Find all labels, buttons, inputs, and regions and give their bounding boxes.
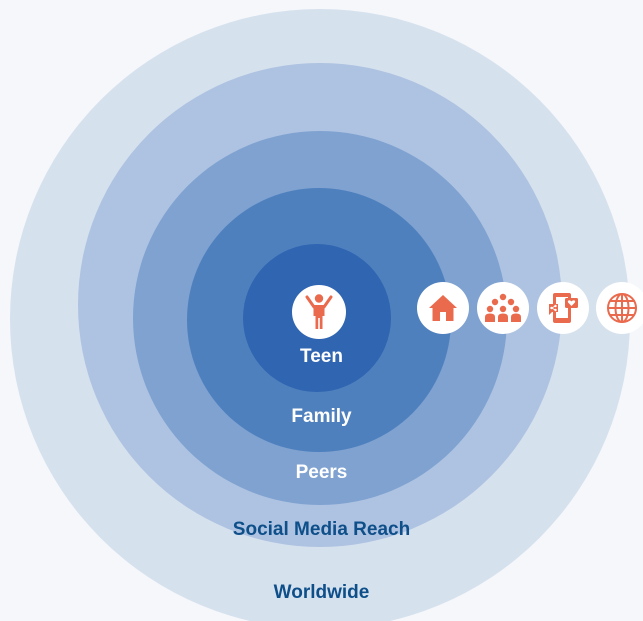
peers-label: Peers: [295, 462, 348, 483]
teen-label: Teen: [300, 346, 343, 367]
group-icon: [485, 293, 521, 322]
phone-share-icon: [549, 293, 578, 323]
teen-badge: [292, 285, 346, 339]
globe-icon: [607, 293, 637, 323]
social-media-badge: [537, 282, 589, 334]
social-media-reach-label: Social Media Reach: [232, 519, 411, 540]
family-label: Family: [291, 406, 352, 427]
child-icon: [305, 294, 333, 329]
worldwide-label: Worldwide: [273, 582, 370, 603]
family-badge: [417, 282, 469, 334]
home-icon: [429, 295, 457, 321]
worldwide-badge: [596, 282, 643, 334]
peers-badge: [477, 282, 529, 334]
